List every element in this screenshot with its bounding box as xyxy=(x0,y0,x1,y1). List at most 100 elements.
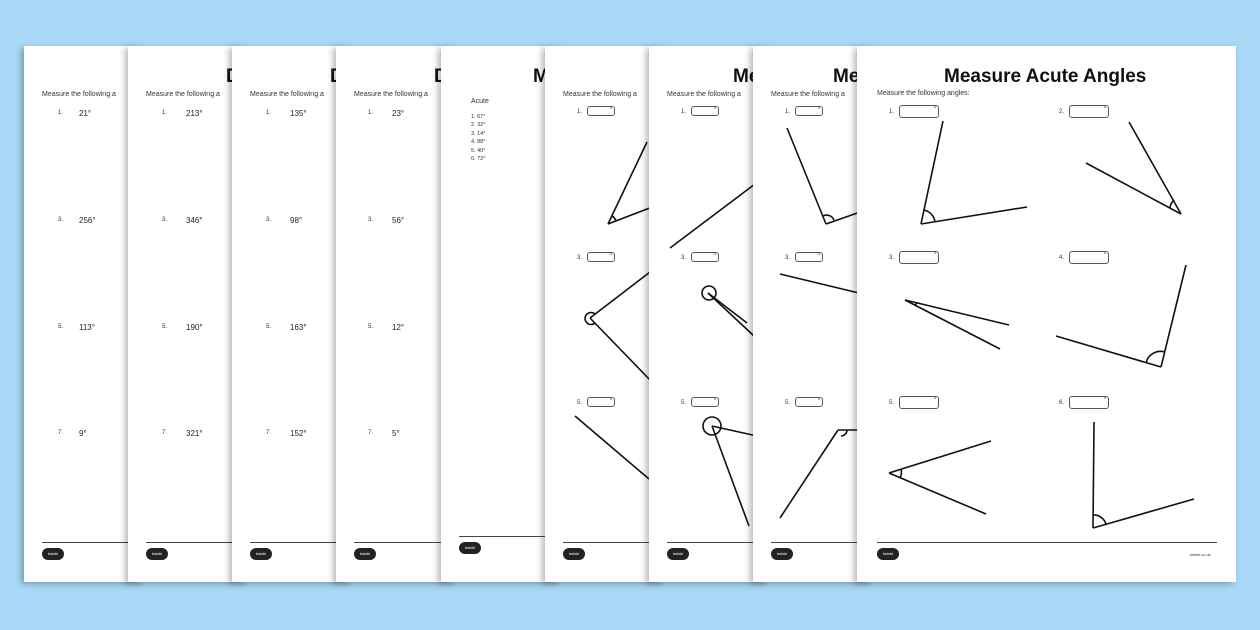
angle-diagrams xyxy=(888,120,1195,529)
angle-ray xyxy=(589,317,651,381)
angle-ray xyxy=(786,127,827,225)
angle-diagrams xyxy=(779,127,864,519)
answer-value: 163° xyxy=(290,323,307,332)
answer-box[interactable]: ° xyxy=(587,252,615,262)
question-number: 5. xyxy=(58,324,64,330)
twinkl-logo: twinkl xyxy=(877,548,899,560)
question-number: 7. xyxy=(162,430,168,436)
question-number: 1. xyxy=(889,109,895,115)
worksheet-page-5: M Acute 1. 67° 2. 32° 3. 14° 4. 88° 5. 4… xyxy=(441,46,561,582)
answer-value: 9° xyxy=(79,429,87,438)
angle-diagrams xyxy=(574,141,656,480)
answer-box[interactable]: ° xyxy=(691,106,719,116)
answer-value: 190° xyxy=(186,323,203,332)
answer-box[interactable]: ° xyxy=(1069,251,1109,264)
instruction-text: Measure the following a xyxy=(42,91,116,98)
answer-value: 135° xyxy=(290,109,307,118)
twinkl-logo: twinkl xyxy=(146,548,168,560)
question-number: 3. xyxy=(577,255,583,261)
angle-ray xyxy=(904,299,1010,326)
footer-line xyxy=(877,542,1217,543)
question-number: 7. xyxy=(266,430,272,436)
angle-arc xyxy=(1145,350,1166,364)
angle-arc xyxy=(1169,199,1175,209)
page-title: Me xyxy=(733,66,760,87)
angle-arc xyxy=(611,215,617,222)
footer-url: twinkl.co.uk xyxy=(1190,552,1211,557)
answer-value: 98° xyxy=(290,216,303,225)
angle-ray xyxy=(1160,264,1187,368)
angle-ray xyxy=(779,273,864,295)
angle-arc xyxy=(701,285,717,301)
answer-value: 5° xyxy=(392,429,400,438)
question-number: 5. xyxy=(266,324,272,330)
acute-answer: 4. 88° xyxy=(471,139,486,145)
worksheet-page-8: Me Measure the following a 1. ° 3. ° 5. … xyxy=(753,46,873,582)
answer-box[interactable]: ° xyxy=(1069,105,1109,118)
answer-box[interactable]: ° xyxy=(1069,396,1109,409)
question-number: 3. xyxy=(681,255,687,261)
answer-value: 23° xyxy=(392,109,405,118)
answer-box[interactable]: ° xyxy=(587,397,615,407)
angle-ray xyxy=(904,299,1001,350)
angle-arc xyxy=(584,311,596,326)
answer-box[interactable]: ° xyxy=(899,396,939,409)
question-number: 1. xyxy=(58,110,64,116)
acute-answer: 5. 40° xyxy=(471,147,486,154)
angle-arc xyxy=(822,214,835,221)
instruction-text: Measure the following a xyxy=(771,91,845,98)
answer-box[interactable]: ° xyxy=(691,397,719,407)
angle-ray xyxy=(1055,335,1162,368)
footer-line xyxy=(354,542,456,543)
question-number: 5. xyxy=(577,400,583,406)
answer-box[interactable]: ° xyxy=(795,397,823,407)
acute-answers: Acute 1. 67° 2. 32° 3. 14° 4. 88° 5. 40°… xyxy=(471,98,489,164)
worksheet-main-page: Measure Acute Angles Measure the followi… xyxy=(857,46,1236,582)
angle-ray xyxy=(825,210,864,225)
angle-arc xyxy=(840,429,848,437)
worksheet-page-4: D Measure the following a 1. 23° 3. 56° … xyxy=(336,46,456,582)
twinkl-logo: twinkl xyxy=(250,548,272,560)
footer-line xyxy=(771,542,873,543)
angle-ray xyxy=(888,472,987,515)
angle-arc xyxy=(923,209,936,223)
page-title: Me xyxy=(833,66,860,87)
question-number: 5. xyxy=(162,324,168,330)
answer-box[interactable]: ° xyxy=(899,251,939,264)
acute-answer: 3. 14° xyxy=(471,130,486,137)
angle-ray xyxy=(920,206,1028,225)
question-number: 1. xyxy=(785,109,791,115)
answer-box[interactable]: ° xyxy=(691,252,719,262)
answer-value: 213° xyxy=(186,109,203,118)
footer-line xyxy=(667,542,769,543)
answer-value: 21° xyxy=(79,109,92,118)
question-number: 3. xyxy=(58,217,64,223)
answer-box[interactable]: ° xyxy=(587,106,615,116)
angle-ray xyxy=(1092,421,1095,529)
twinkl-logo: twinkl xyxy=(459,542,481,554)
worksheet-page-7: Me Measure the following a 1. ° 3. ° 5. … xyxy=(649,46,769,582)
answer-value: 321° xyxy=(186,429,203,438)
footer-line xyxy=(42,542,144,543)
question-number: 5. xyxy=(889,400,895,406)
footer-line xyxy=(146,542,248,543)
angle-arc xyxy=(914,302,918,306)
angle-ray xyxy=(920,120,944,225)
acute-answer: 1. 67° xyxy=(471,113,486,120)
worksheet-page-6: Measure the following a 1. ° 3. ° 5. ° t… xyxy=(545,46,665,582)
acute-heading: Acute xyxy=(471,98,489,105)
instruction-text: Measure the following a xyxy=(563,91,637,98)
question-number: 3. xyxy=(368,217,374,223)
angle-ray xyxy=(669,180,760,249)
question-number: 3. xyxy=(162,217,168,223)
question-number: 4. xyxy=(1059,255,1065,261)
answer-box[interactable]: ° xyxy=(795,252,823,262)
answer-value: 113° xyxy=(79,323,95,332)
answer-box[interactable]: ° xyxy=(899,105,939,118)
question-number: 5. xyxy=(785,400,791,406)
question-number: 7. xyxy=(58,430,64,436)
angle-arc xyxy=(1092,514,1107,525)
answer-box[interactable]: ° xyxy=(795,106,823,116)
footer-line xyxy=(250,542,352,543)
worksheet-page-3: D Measure the following a 1. 135° 3. 98°… xyxy=(232,46,352,582)
